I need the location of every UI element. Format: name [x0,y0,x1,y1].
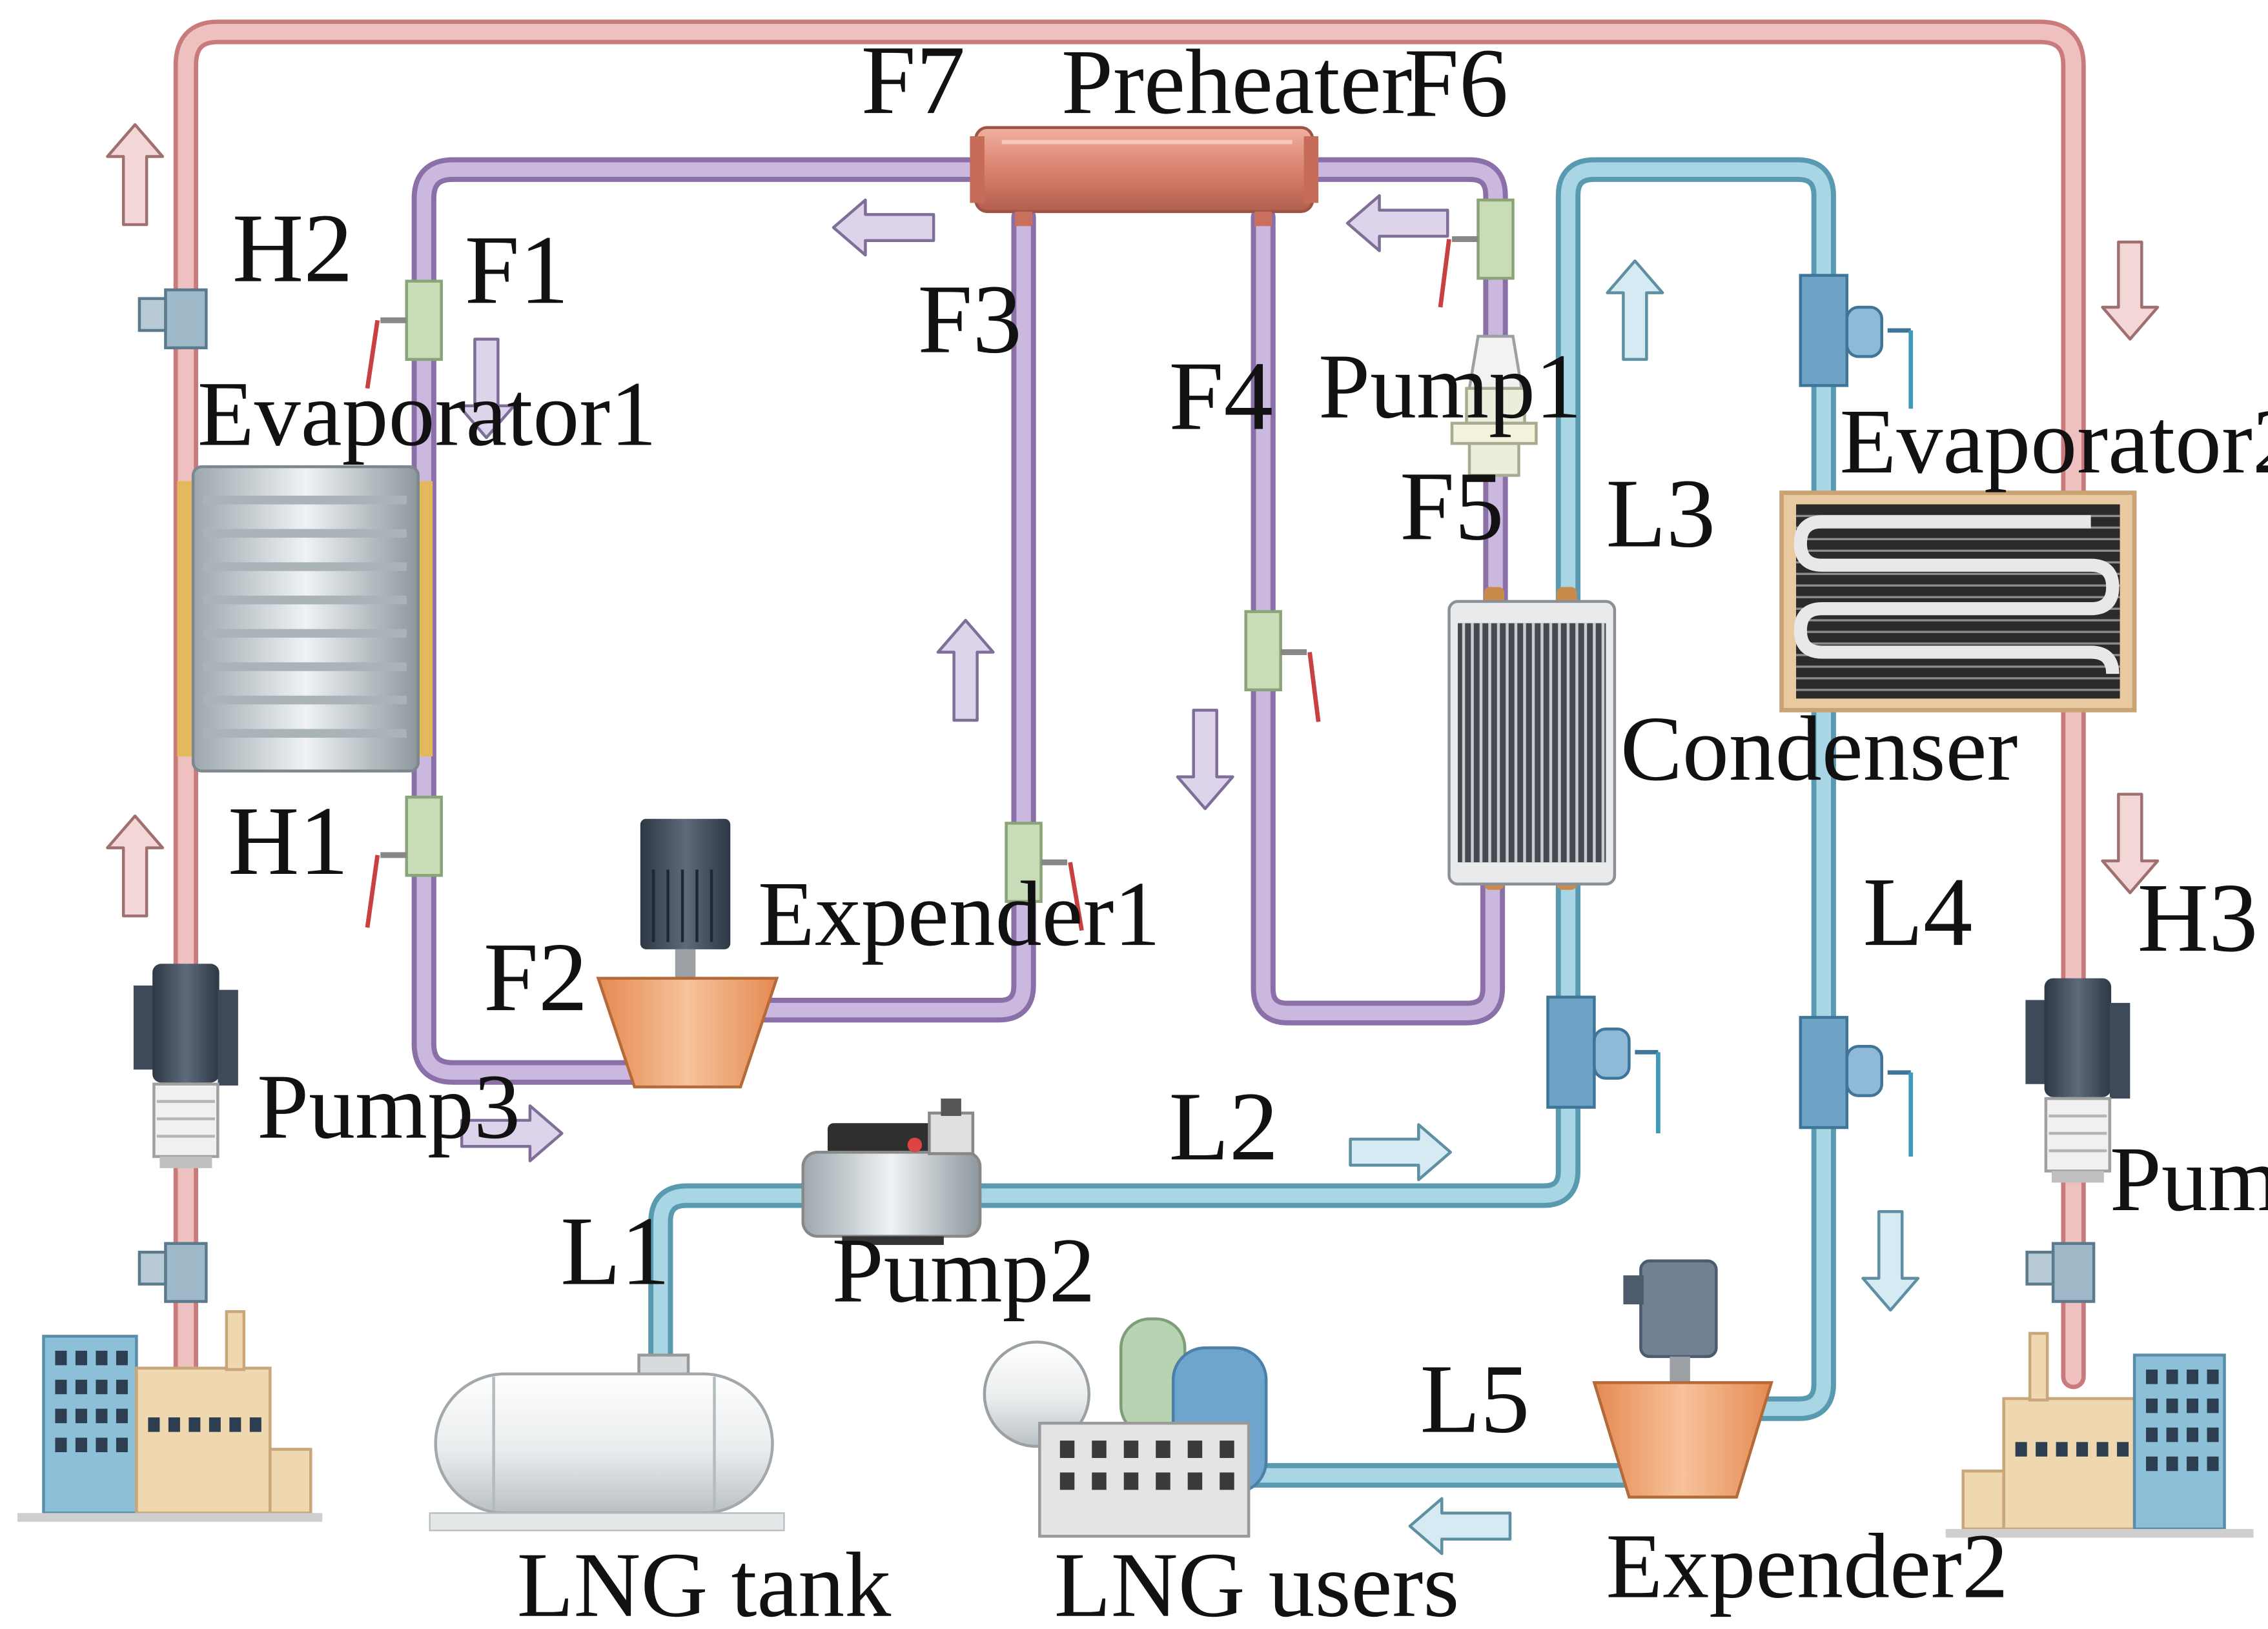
label-h2: H2 [232,194,353,303]
arrow-down-icon [1176,709,1234,811]
pump1-icon [1450,334,1538,477]
flowmeter-h3-icon [2025,1242,2096,1303]
label-f5: F5 [1400,452,1504,561]
pump2-icon [801,1098,982,1245]
factory-left-icon [17,1310,323,1522]
flowmeter-h1-icon [138,1242,208,1303]
label-expander1: Expender1 [758,863,1160,966]
flowmeter-l3-icon [1799,274,1914,409]
organic-valves [365,198,1515,931]
label-f1: F1 [465,216,569,325]
label-pump1: Pump1 [1318,336,1582,438]
label-pump2: Pump2 [832,1220,1096,1322]
condenser [1447,587,1617,890]
evaporator2-coil [1793,515,2120,674]
lng-tank-icon [429,1353,785,1532]
label-lng-tank: LNG tank [517,1534,892,1629]
label-l3: L3 [1606,460,1715,569]
labels: Preheater Evaporator1 Evaporator2 Conden… [198,26,2268,1629]
factory-right-icon [1945,1331,2254,1538]
label-f4: F4 [1169,342,1273,451]
pump4-icon [2025,978,2130,1183]
arrow-up-icon [936,618,995,722]
flowmeter-l2-icon [1546,995,1660,1134]
arrow-up-icon [1606,259,1664,361]
lng-loop [648,157,1836,1488]
label-h3: H3 [2138,864,2258,973]
label-l1: L1 [560,1197,670,1306]
expander2-icon [1592,1259,1773,1499]
label-lng-users: LNG users [1054,1534,1460,1629]
label-l2: L2 [1169,1073,1278,1182]
label-h1: H1 [228,787,349,896]
valve-h1-side-icon [365,795,443,928]
heat-pipe-core [178,24,2081,1385]
valve-f3-icon [1005,822,1084,931]
label-pump4: Pump4 [2110,1128,2268,1231]
label-f3: F3 [917,265,1022,374]
lng-users-icon [983,1317,1268,1538]
label-l5: L5 [1420,1345,1530,1454]
label-evaporator2: Evaporator2 [1840,390,2268,493]
preheater [970,126,1319,227]
arrow-right-icon [1349,1123,1453,1182]
valve-f1-icon [365,279,443,389]
arrow-left-icon [1408,1497,1512,1555]
valve-f4-icon [1244,610,1321,722]
flowmeter-h2-icon [138,288,208,350]
label-l4: L4 [1863,858,1973,967]
arrow-down-icon [2101,793,2160,895]
label-f2: F2 [484,923,588,1032]
label-expander2: Expender2 [1606,1515,2008,1618]
evaporator1 [177,465,433,773]
label-evaporator1: Evaporator1 [198,363,657,465]
pump3-icon [133,964,238,1168]
flow-arrows [106,123,2160,1555]
label-condenser: Condenser [1620,698,2018,800]
label-f7: F7 [861,26,966,135]
label-preheater: Preheater [1061,31,1412,134]
arrow-up-icon [106,123,165,227]
flowmeters [138,274,2096,1303]
arrow-right-icon [460,1104,564,1162]
arrow-left-icon [832,198,935,257]
arrow-down-icon [2101,240,2160,341]
arrow-left-icon [1345,194,1449,252]
expander1-icon [596,818,779,1089]
arrow-down-icon [1861,1210,1920,1312]
valve-f6-icon [1438,198,1515,308]
arrow-down-icon [457,338,516,440]
flowmeter-l4-icon [1799,1016,1914,1157]
label-pump3: Pump3 [257,1056,520,1159]
label-f6: F6 [1404,29,1509,138]
evaporator2 [1779,491,2137,713]
heat-source-loop [173,19,2086,1390]
arrow-up-icon [106,814,165,918]
